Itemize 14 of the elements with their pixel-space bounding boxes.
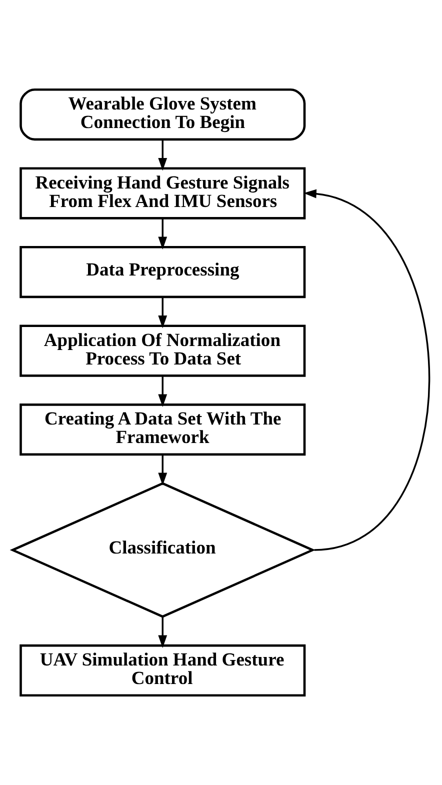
node-box: Wearable Glove System Connection To Begin xyxy=(20,88,306,141)
node-box: Data Preprocessing xyxy=(20,246,306,298)
node-box: Receiving Hand Gesture Signals From Flex And IMU Sensors xyxy=(20,167,306,220)
arrow xyxy=(158,616,168,648)
arrow xyxy=(158,139,168,171)
node-box: Creating A Data Set With The Framework xyxy=(20,404,306,456)
arrow xyxy=(158,218,168,250)
node-box: UAV Simulation Hand Gesture Control xyxy=(20,644,306,697)
arrow xyxy=(158,454,168,486)
arrow xyxy=(158,296,168,328)
arrow xyxy=(304,189,430,551)
node-diamond: Classification xyxy=(10,482,316,618)
arrow xyxy=(158,376,168,408)
node-box: Application Of Normalization Process To Data Set xyxy=(20,324,306,377)
